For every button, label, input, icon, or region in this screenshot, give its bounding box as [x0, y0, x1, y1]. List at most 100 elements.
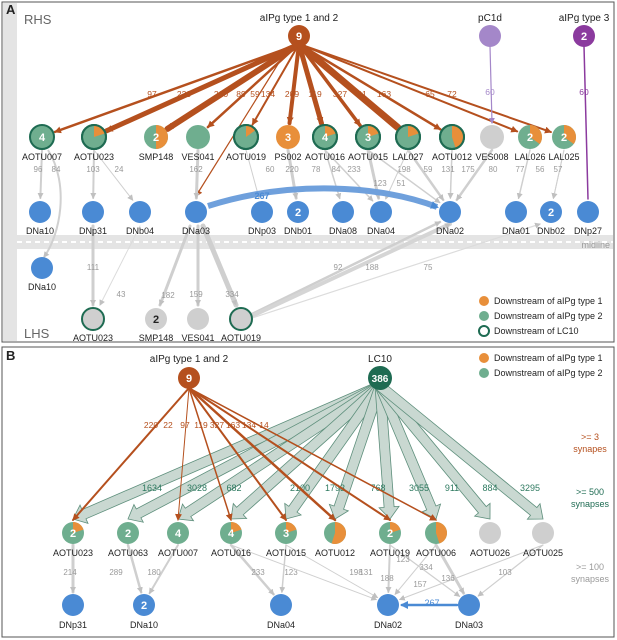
node-wedge: [73, 522, 84, 533]
node-circle: [145, 308, 167, 330]
node-count: 2: [527, 132, 533, 144]
edge-mid: [90, 149, 97, 200]
legend-b-text: Downstream of aIPg type 2: [494, 368, 603, 378]
node-lhs-AOTU019: [229, 307, 253, 331]
node-count: 2: [295, 207, 301, 219]
weight-label: 209: [285, 89, 299, 99]
edge-aipg-AOTU019: [251, 43, 300, 126]
node-circle: [287, 201, 309, 223]
lc10-label: LC10: [368, 354, 392, 365]
node-circle: [117, 522, 139, 544]
node-wedge: [530, 125, 542, 145]
node-ring: [355, 124, 381, 150]
node-wedge: [331, 522, 347, 544]
edge-mid: [551, 149, 565, 200]
weight-label: 96: [34, 165, 43, 174]
node-b-AOTU023: 2: [62, 522, 84, 544]
label-AOTU023: AOTU023: [74, 152, 114, 162]
edge-mid: [385, 149, 409, 200]
weight-label: 97: [147, 89, 157, 99]
node-wedge: [325, 125, 337, 137]
node-VES008: [480, 125, 504, 149]
label-AOTU007: AOTU007: [22, 152, 62, 162]
node-circle: [532, 522, 554, 544]
node-DNb04: [129, 201, 151, 223]
label-DNp03: DNp03: [248, 226, 276, 236]
label-b-AOTU026: AOTU026: [470, 548, 510, 558]
legend-a-marker: [479, 311, 489, 321]
label-DNa08: DNa08: [329, 226, 357, 236]
node-wedge: [286, 522, 297, 533]
aipg-node: 9: [288, 25, 310, 47]
label-AOTU015: AOTU015: [348, 152, 388, 162]
edge-lhs-to-dnb02: [251, 222, 541, 319]
weight-label: 123: [396, 555, 410, 564]
edge-bottom: [285, 544, 379, 599]
node-circle: [82, 201, 104, 223]
node-wedge: [436, 522, 447, 544]
edge-mid: [516, 149, 531, 200]
label-DNp31: DNp31: [79, 226, 107, 236]
label-b-DNa10: DNa10: [130, 620, 158, 630]
node-circle: [479, 522, 501, 544]
weight-label: 134: [242, 420, 256, 430]
node-circle: [187, 308, 209, 330]
pc1d-label: pC1d: [478, 13, 502, 24]
node-PS002: 3: [276, 125, 300, 149]
node-count: 4: [175, 528, 182, 540]
node-AOTU007: 4: [29, 124, 55, 150]
panel-b: B 16343028682210017937683055911884329522…: [1, 346, 615, 638]
legend-b-marker: [479, 368, 489, 378]
edge-lhs-aotu019: [200, 223, 239, 308]
edge-bottom: [389, 544, 461, 597]
node-b-AOTU026: [479, 522, 501, 544]
node-SMP148: 2: [144, 125, 168, 149]
node-circle: [288, 25, 310, 47]
node-count: 3: [283, 528, 289, 540]
node-count: 4: [228, 528, 235, 540]
panel-a-sidebar: [3, 3, 17, 341]
label-lhs-AOTU019: AOTU019: [221, 333, 261, 343]
lc10-node: 386: [368, 366, 392, 390]
threshold-unit: synapses: [571, 574, 610, 584]
node-b-DNa02: [377, 594, 399, 616]
label-DNa03: DNa03: [182, 226, 210, 236]
label-b-AOTU019: AOTU019: [370, 548, 410, 558]
node-circle: [29, 201, 51, 223]
node-circle: [29, 124, 55, 150]
threshold-unit: synapses: [571, 499, 610, 509]
label-DNb02: DNb02: [537, 226, 565, 236]
weight-label: 84: [332, 165, 341, 174]
node-count: 2: [561, 132, 567, 144]
edge-bottom: [279, 544, 287, 594]
weight-label: 260: [214, 89, 228, 99]
panel-b-letter: B: [6, 348, 15, 363]
threshold-label: >= 3: [581, 432, 599, 442]
weight-label: 220: [177, 89, 191, 99]
node-count: 2: [153, 132, 159, 144]
weight-label: 80: [489, 165, 498, 174]
node-DNp31: [82, 201, 104, 223]
weight-label: 768: [370, 483, 385, 493]
weight-label: 103: [86, 165, 100, 174]
node-wedge: [231, 522, 242, 533]
legend-a-marker: [479, 296, 489, 306]
weight-label: 123: [284, 568, 298, 577]
node-circle: [377, 594, 399, 616]
label-b-DNa04: DNa04: [267, 620, 295, 630]
node-circle: [167, 522, 189, 544]
node-lhs-AOTU023: [81, 307, 105, 331]
node-lhs-VES041: [187, 308, 209, 330]
weight-label: 56: [536, 165, 545, 174]
node-b-DNa10: 2: [133, 594, 155, 616]
node-dna10-lhs: [31, 257, 53, 279]
node-circle: [129, 201, 151, 223]
weight-label: 60: [485, 87, 495, 97]
node-b-AOTU012: [324, 522, 347, 544]
edge-aipg-dna03: [195, 47, 289, 197]
node-LAL025: 2: [552, 125, 576, 149]
edge-pc1d-ves008: [488, 45, 495, 124]
